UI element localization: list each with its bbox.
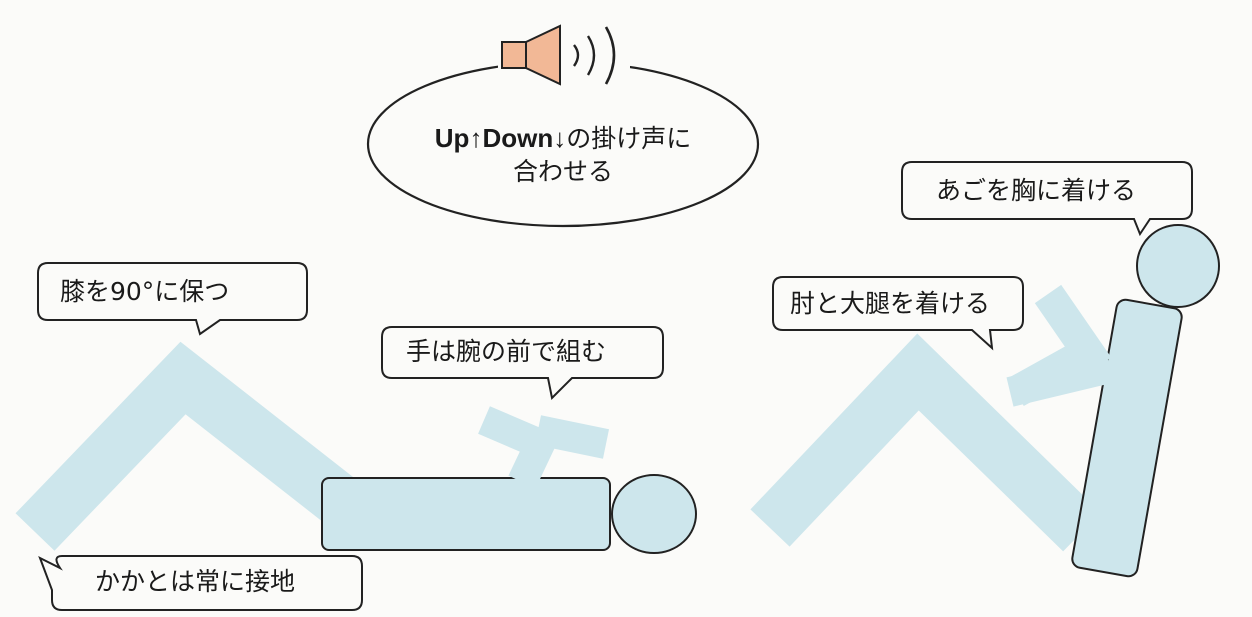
label-hands: 手は腕の前で組む	[406, 337, 607, 366]
situp-figure-head	[1136, 224, 1220, 308]
bubble-heels	[38, 555, 363, 611]
lying-figure-legs	[15, 341, 362, 551]
speaker-callout	[366, 18, 760, 228]
lying-figure-arms	[478, 406, 561, 489]
label-heels: かかとは常に接地	[95, 567, 296, 596]
situp-figure-legs	[750, 333, 1101, 552]
situp-figure-forearm	[1006, 353, 1114, 407]
speech-cue-en: Up↑Down↓	[434, 123, 567, 153]
speech-cue-jp: の掛け声に	[566, 124, 692, 153]
lying-figure-head	[611, 474, 697, 554]
bubble-elbow	[772, 276, 1024, 351]
label-knee: 膝を90°に保つ	[60, 277, 230, 306]
lying-figure-forearm	[534, 415, 610, 459]
bubble-chin	[901, 161, 1193, 237]
label-elbow: 肘と大腿を着ける	[790, 289, 991, 318]
speech-ellipse-text: Up↑Down↓の掛け声に 合わせる	[368, 122, 758, 189]
speech-line2: 合わせる	[512, 157, 613, 186]
lying-figure	[15, 341, 697, 554]
bubble-hands	[381, 326, 664, 401]
situp-figure-torso	[1071, 298, 1183, 578]
bubble-knee	[37, 262, 308, 336]
lying-figure-torso	[321, 477, 611, 551]
situp-figure	[750, 224, 1220, 578]
speaker-icon	[501, 24, 616, 86]
label-chin: あごを胸に着ける	[936, 176, 1137, 205]
